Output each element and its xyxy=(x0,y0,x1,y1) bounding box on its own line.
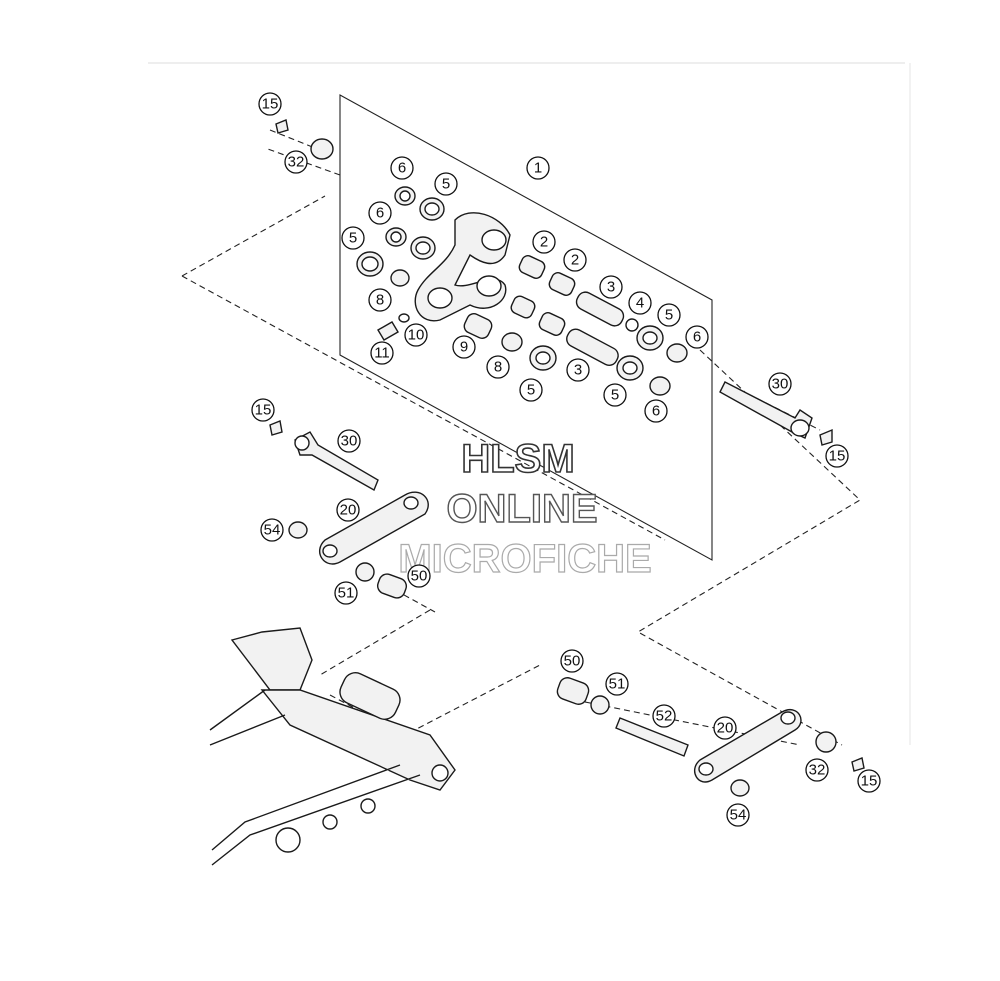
callout-30: 30 xyxy=(768,372,792,396)
callout-6: 6 xyxy=(368,201,392,225)
callout-15: 15 xyxy=(251,398,275,422)
svg-text:20: 20 xyxy=(340,502,357,519)
callout-52: 52 xyxy=(652,704,676,728)
svg-text:11: 11 xyxy=(374,345,390,362)
callout-51: 51 xyxy=(334,581,358,605)
callout-50: 50 xyxy=(560,649,584,673)
nut-32-lower xyxy=(815,731,837,753)
callout-6: 6 xyxy=(644,399,668,423)
svg-text:20: 20 xyxy=(717,720,734,737)
callout-9: 9 xyxy=(452,335,476,359)
callout-8: 8 xyxy=(486,355,510,379)
ring-51-middle xyxy=(355,562,375,582)
callout-8: 8 xyxy=(368,288,392,312)
nut-15-right-upper xyxy=(819,428,833,446)
svg-text:54: 54 xyxy=(730,807,747,824)
svg-text:8: 8 xyxy=(376,292,384,309)
nut-15-middle xyxy=(269,420,283,436)
callout-2: 2 xyxy=(563,248,587,272)
nut-15-top-left xyxy=(275,119,289,134)
ring-51-lower xyxy=(590,695,610,715)
callout-1: 1 xyxy=(526,156,550,180)
sleeve-50-middle xyxy=(376,573,408,599)
svg-text:6: 6 xyxy=(398,160,406,177)
svg-text:5: 5 xyxy=(665,307,673,324)
svg-text:51: 51 xyxy=(609,676,626,693)
svg-text:2: 2 xyxy=(571,252,579,269)
callout-15: 15 xyxy=(857,769,881,793)
svg-text:6: 6 xyxy=(693,329,701,346)
svg-text:2: 2 xyxy=(540,234,548,251)
svg-text:50: 50 xyxy=(564,653,581,670)
callout-2: 2 xyxy=(532,230,556,254)
bearings xyxy=(356,186,688,396)
svg-text:3: 3 xyxy=(574,362,582,379)
callout-5: 5 xyxy=(434,172,458,196)
watermark-line-3: MICROFICHE xyxy=(398,537,651,581)
svg-text:5: 5 xyxy=(611,387,619,404)
svg-text:15: 15 xyxy=(861,773,878,790)
nut-15-lower xyxy=(851,757,865,772)
callout-5: 5 xyxy=(603,383,627,407)
link-rod-20-middle xyxy=(319,491,429,565)
svg-text:15: 15 xyxy=(829,448,846,465)
svg-text:5: 5 xyxy=(442,176,450,193)
svg-text:32: 32 xyxy=(809,762,826,779)
callout-4: 4 xyxy=(628,291,652,315)
svg-text:30: 30 xyxy=(341,433,358,450)
svg-text:3: 3 xyxy=(607,279,615,296)
nut-54-middle xyxy=(288,521,308,539)
callout-20: 20 xyxy=(713,716,737,740)
svg-text:50: 50 xyxy=(411,568,428,585)
callout-3: 3 xyxy=(566,358,590,382)
svg-text:32: 32 xyxy=(288,154,305,171)
svg-text:54: 54 xyxy=(264,522,281,539)
svg-text:5: 5 xyxy=(527,382,535,399)
svg-text:8: 8 xyxy=(494,359,502,376)
svg-text:52: 52 xyxy=(656,708,673,725)
callout-5: 5 xyxy=(341,226,365,250)
callout-11: 11 xyxy=(370,341,394,365)
callout-50: 50 xyxy=(407,564,431,588)
callout-15: 15 xyxy=(258,92,282,116)
callout-32: 32 xyxy=(284,150,308,174)
watermark-line-1: HLSM xyxy=(461,437,574,481)
callout-6: 6 xyxy=(390,156,414,180)
callout-54: 54 xyxy=(726,803,750,827)
svg-text:6: 6 xyxy=(376,205,384,222)
callout-5: 5 xyxy=(657,303,681,327)
svg-text:15: 15 xyxy=(262,96,279,113)
callout-32: 32 xyxy=(805,758,829,782)
callout-3: 3 xyxy=(599,275,623,299)
callout-20: 20 xyxy=(336,498,360,522)
nut-32-top-left xyxy=(310,138,334,160)
svg-text:30: 30 xyxy=(772,376,789,393)
callout-10: 10 xyxy=(404,323,428,347)
svg-text:51: 51 xyxy=(338,585,355,602)
callout-51: 51 xyxy=(605,672,629,696)
assembly-box xyxy=(339,94,713,561)
link-rod-20-lower xyxy=(694,709,802,783)
svg-text:9: 9 xyxy=(460,339,468,356)
bolt-52 xyxy=(615,717,689,757)
watermark-line-2: ONLINE xyxy=(446,487,597,531)
sleeve-50-lower xyxy=(556,677,590,705)
callout-5: 5 xyxy=(519,378,543,402)
svg-text:1: 1 xyxy=(534,160,542,177)
callout-6: 6 xyxy=(685,325,709,349)
callout-54: 54 xyxy=(260,518,284,542)
callout-15: 15 xyxy=(825,444,849,468)
svg-text:15: 15 xyxy=(255,402,272,419)
svg-text:10: 10 xyxy=(408,327,425,344)
bolt-30-middle xyxy=(294,431,379,492)
svg-text:5: 5 xyxy=(349,230,357,247)
nut-54-lower xyxy=(730,779,750,797)
svg-text:4: 4 xyxy=(636,295,644,312)
svg-text:6: 6 xyxy=(652,403,660,420)
callout-30: 30 xyxy=(337,429,361,453)
deflection-lever xyxy=(414,212,511,322)
swingarm xyxy=(209,627,456,866)
bolt-30-upper xyxy=(719,381,813,439)
